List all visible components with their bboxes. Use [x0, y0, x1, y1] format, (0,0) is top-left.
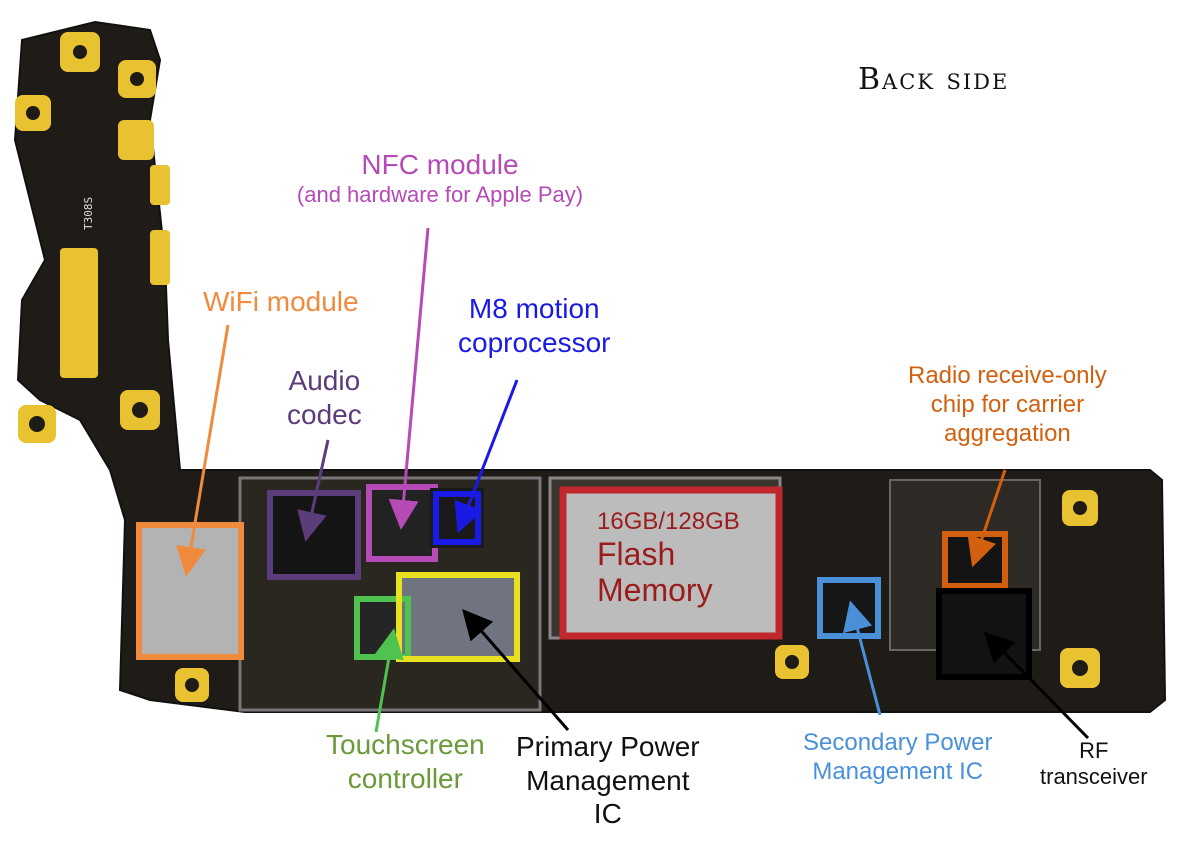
- radio-label-line1: Radio receive-only: [908, 362, 1107, 389]
- rf-label: RF transceiver: [1040, 738, 1148, 791]
- touch-arrow: [374, 628, 404, 733]
- audio-label-line1: Audio: [288, 365, 361, 396]
- pointer-arrows: [176, 227, 1090, 740]
- touch-label: Touchscreen controller: [326, 728, 485, 795]
- gold-pads: [15, 32, 1100, 702]
- flash-label-line3: Memory: [597, 572, 713, 609]
- flash-label-line1: 16GB/128GB: [597, 508, 740, 535]
- nfc-label-line2: (and hardware for Apple Pay): [296, 181, 584, 207]
- m8-label-line1: M8 motion: [468, 293, 600, 324]
- radio-label: Radio receive-only chip for carrier aggr…: [908, 362, 1107, 448]
- m8-label-line2: coprocessor: [458, 326, 611, 358]
- page-title: Back side: [858, 62, 1010, 97]
- power-primary-arrow: [462, 608, 570, 731]
- radio-label-line2: chip for carrier: [930, 390, 1085, 418]
- power-primary-chip: [402, 578, 514, 656]
- ppm-label: Primary Power Management IC: [516, 730, 700, 831]
- radio-label-line3: aggregation: [943, 419, 1071, 447]
- radio-rx-box: [942, 531, 1008, 589]
- audio-label: Audio codec: [287, 364, 362, 431]
- rf-label-line2: transceiver: [1040, 764, 1148, 790]
- audio-box: [267, 490, 361, 580]
- m8-label: M8 motion coprocessor: [458, 292, 611, 359]
- spm-label: Secondary Power Management IC: [803, 729, 992, 787]
- audio-arrow: [297, 439, 330, 542]
- nfc-arrow: [388, 227, 430, 530]
- spm-label-line1: Secondary Power: [803, 729, 993, 756]
- rf-box: [936, 588, 1032, 680]
- wifi-arrow: [176, 324, 230, 577]
- flash-label: 16GB/128GB Flash Memory: [597, 508, 740, 609]
- nfc-label-line1: NFC module: [361, 149, 519, 180]
- flash-chip: [566, 493, 776, 633]
- power-primary-box: [396, 572, 520, 662]
- ppm-label-line2: Management: [526, 764, 690, 796]
- ppm-label-line3: IC: [593, 798, 622, 830]
- flash-box: [559, 486, 783, 640]
- screw-holes: [26, 45, 1088, 692]
- touch-label-line2: controller: [347, 762, 463, 794]
- nfc-label: NFC module (and hardware for Apple Pay): [250, 148, 630, 208]
- m8-chip: [436, 494, 478, 542]
- radio-rx-chip: [948, 537, 1002, 583]
- rf-label-line1: RF: [1079, 738, 1109, 763]
- touch-label-line1: Touchscreen: [326, 729, 485, 760]
- ppm-label-line1: Primary Power: [516, 731, 700, 762]
- wifi-label: WiFi module: [203, 286, 359, 317]
- audio-label-line2: codec: [287, 398, 362, 430]
- rf-arrow: [983, 631, 1090, 740]
- spm-label-line2: Management IC: [812, 757, 984, 785]
- power-secondary-chip: [823, 583, 875, 633]
- wifi-box: [136, 522, 244, 660]
- nfc-chip: [372, 490, 432, 556]
- power-secondary-box: [817, 577, 881, 639]
- flash-label-line2: Flash: [597, 535, 676, 572]
- power-secondary-arrow: [843, 600, 882, 716]
- radio-arrow: [967, 469, 1007, 568]
- silkscreen-text: T308S: [82, 197, 95, 230]
- m8-arrow: [454, 379, 519, 534]
